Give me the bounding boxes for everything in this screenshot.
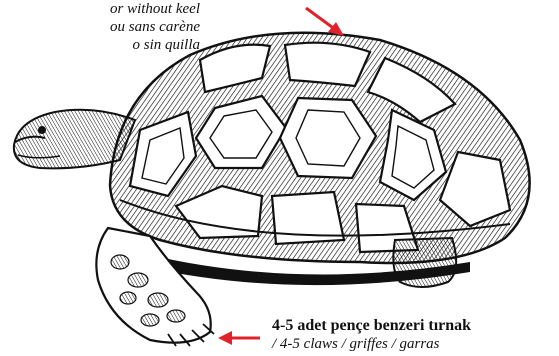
keel-label-line: o sin quilla xyxy=(0,36,200,54)
claw-label-main: 4-5 adet pençe benzeri tırnak xyxy=(272,316,559,335)
claw-label-sub: / 4-5 claws / griffes / garras xyxy=(272,335,559,354)
keel-label-line: or without keel xyxy=(0,0,200,18)
keel-label: or without keel ou sans carène o sin qui… xyxy=(0,0,200,54)
hind-leg xyxy=(393,238,456,287)
carapace xyxy=(110,33,530,263)
claw-label: 4-5 adet pençe benzeri tırnak / 4-5 claw… xyxy=(272,316,559,354)
claw-arrow xyxy=(218,331,260,345)
keel-label-line: ou sans carène xyxy=(0,18,200,36)
